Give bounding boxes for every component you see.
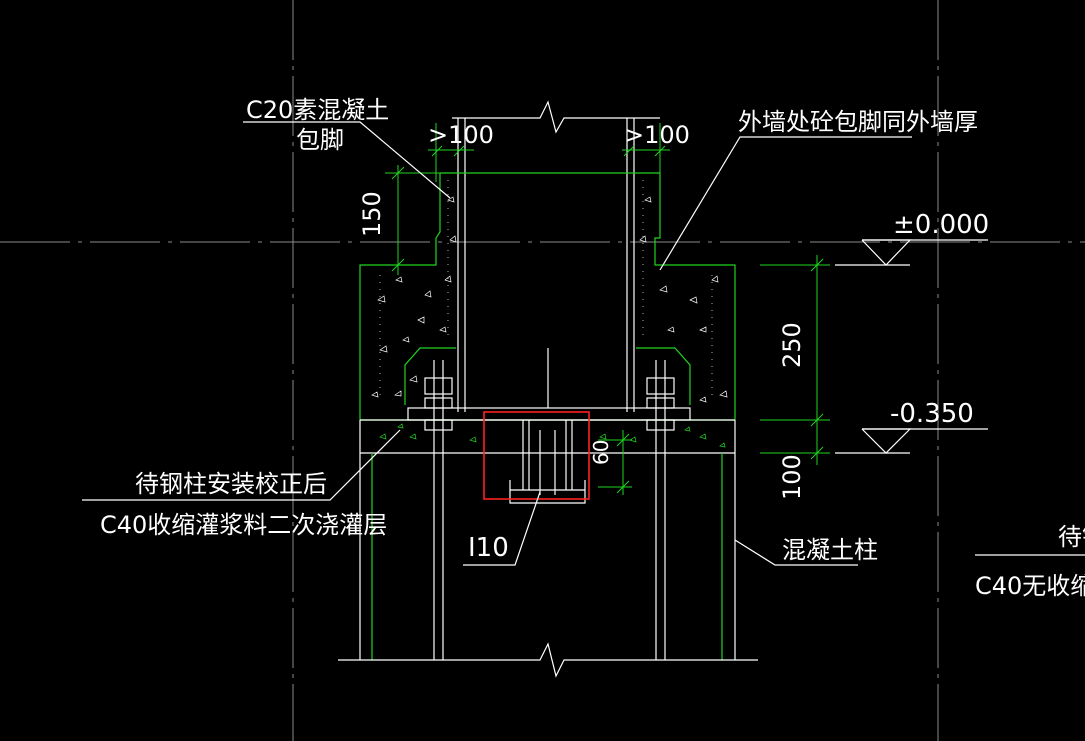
dimension-gt100-right xyxy=(622,123,670,182)
label-dim-150: 150 xyxy=(358,191,386,237)
label-elevation-top: ±0.000 xyxy=(893,210,989,240)
dimension-60 xyxy=(598,430,632,495)
label-dim-gt100-left: >100 xyxy=(428,121,494,149)
elevation-marker-top xyxy=(835,239,988,266)
label-outer-wall: 外墙处砼包脚同外墙厚 xyxy=(738,108,978,136)
label-right-material: C40无收缩约 xyxy=(975,572,1085,600)
label-plain-concrete-encasement: 包脚 xyxy=(296,126,344,154)
label-elevation-bottom: -0.350 xyxy=(890,399,974,429)
label-dim-100: 100 xyxy=(778,454,806,500)
label-right-note: 待钢 xyxy=(1058,523,1085,551)
anchor-bolt-left xyxy=(424,360,453,660)
elevation-marker-bottom xyxy=(835,428,988,454)
label-concrete-column: 混凝土柱 xyxy=(782,536,878,564)
concrete-hatch xyxy=(371,180,728,448)
highlight-box xyxy=(483,411,590,500)
label-grout-material: C40收缩灌浆料二次浇灌层 xyxy=(100,511,387,539)
anchor-bolt-right xyxy=(646,360,675,660)
base-plate xyxy=(407,407,691,421)
dimension-gt100-left xyxy=(428,123,474,182)
label-dim-250: 250 xyxy=(778,322,806,368)
shear-key-i10 xyxy=(509,420,586,504)
dimension-250-100 xyxy=(760,255,830,465)
leader-lines xyxy=(82,121,1085,566)
label-grout-note: 待钢柱安装校正后 xyxy=(135,470,327,498)
steel-column-upper xyxy=(452,100,660,412)
label-plain-concrete: C20素混凝土 xyxy=(246,96,389,124)
label-dim-60: 60 xyxy=(589,440,613,465)
label-beam-i10: I10 xyxy=(468,533,509,563)
concrete-column-lower xyxy=(338,453,758,678)
label-dim-gt100-right: >100 xyxy=(624,121,690,149)
dimension-150 xyxy=(385,165,440,275)
